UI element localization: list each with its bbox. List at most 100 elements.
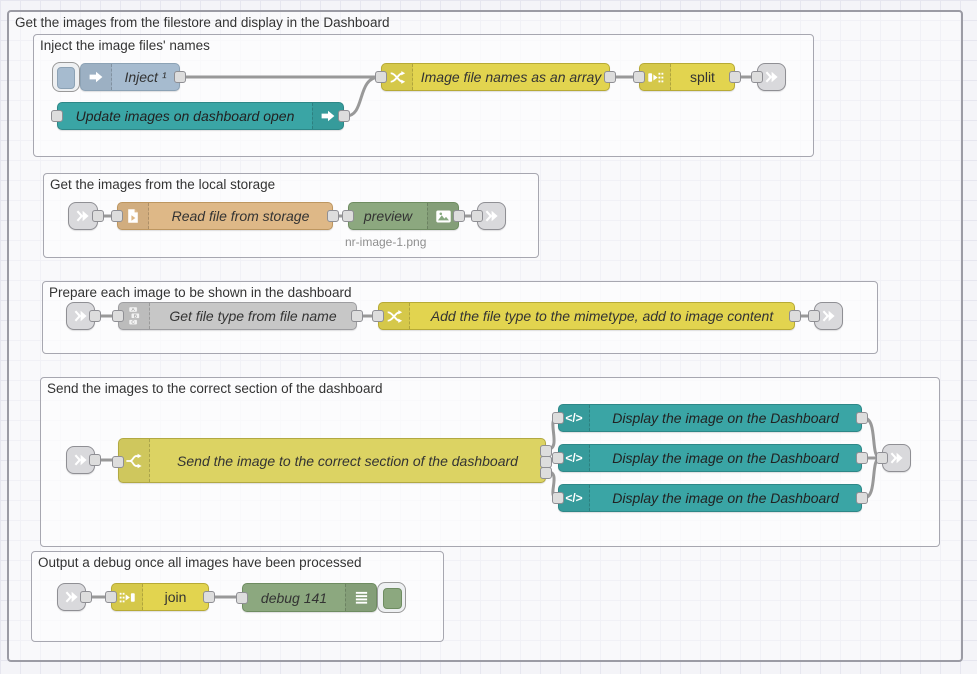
node-get-file-type[interactable]: A B C Get file type from file name — [112, 302, 363, 330]
node-link-in-4[interactable] — [66, 446, 101, 474]
abc-letters-icon: A B C — [119, 303, 150, 329]
node-template-1[interactable]: </> Display the image on the Dashboard — [552, 404, 868, 432]
link-arrow-icon — [65, 591, 78, 603]
node-link-in-2[interactable] — [68, 202, 104, 230]
port-in[interactable] — [112, 310, 124, 322]
inject-arrow-icon — [81, 64, 112, 90]
node-function-array[interactable]: Image file names as an array — [375, 63, 616, 91]
group-inject-title: Inject the image files' names — [40, 38, 210, 53]
port-out[interactable] — [604, 71, 616, 83]
link-arrow-icon — [76, 210, 89, 222]
port-out[interactable] — [351, 310, 363, 322]
code-icon: </> — [559, 485, 590, 511]
node-switch[interactable]: Send the image to the correct section of… — [112, 438, 552, 483]
node-split[interactable]: split — [633, 63, 741, 91]
split-blocks-icon — [640, 64, 671, 90]
svg-text:C: C — [131, 320, 135, 326]
port-out[interactable] — [89, 454, 101, 466]
code-icon: </> — [559, 445, 590, 471]
port-in[interactable] — [111, 210, 123, 222]
node-read-file[interactable]: Read file from storage — [111, 202, 339, 230]
port-in[interactable] — [552, 492, 564, 504]
port-in[interactable] — [375, 71, 387, 83]
port-in[interactable] — [751, 71, 763, 83]
node-label: debug 141 — [260, 589, 328, 606]
port-out[interactable] — [856, 452, 868, 464]
group-output-title: Output a debug once all images have been… — [38, 555, 362, 570]
link-arrow-icon — [74, 310, 87, 322]
crossed-arrows-icon — [382, 64, 413, 90]
join-blocks-icon — [112, 584, 143, 610]
group-storage-title: Get the images from the local storage — [50, 177, 276, 192]
port-out[interactable] — [729, 71, 741, 83]
node-label: Send the image to the correct section of… — [177, 452, 518, 469]
inject-trigger-button[interactable] — [52, 62, 80, 92]
node-label: Display the image on the Dashboard — [612, 490, 839, 506]
debug-toggle-button[interactable] — [377, 582, 406, 613]
link-arrow-icon — [822, 310, 835, 322]
svg-text:B: B — [134, 313, 137, 319]
port-out-3[interactable] — [540, 467, 552, 479]
crossed-arrows-icon — [379, 303, 410, 329]
file-document-icon — [118, 203, 149, 229]
node-link-out-3[interactable] — [808, 302, 843, 330]
port-in[interactable] — [112, 456, 124, 468]
node-label: Read file from storage — [171, 208, 310, 224]
node-link-in-5[interactable] — [57, 583, 92, 611]
port-in[interactable] — [552, 412, 564, 424]
link-arrow-icon — [765, 71, 778, 83]
code-icon: </> — [559, 405, 590, 431]
port-in[interactable] — [372, 310, 384, 322]
port-in[interactable] — [471, 210, 483, 222]
list-lines-icon — [345, 584, 376, 611]
port-out[interactable] — [89, 310, 101, 322]
node-label: split — [690, 69, 715, 85]
port-out[interactable] — [856, 412, 868, 424]
port-in[interactable] — [808, 310, 820, 322]
node-label: Inject ¹ — [124, 69, 167, 85]
node-join[interactable]: join — [105, 583, 215, 611]
node-function-mimetype[interactable]: Add the file type to the mimetype, add t… — [372, 302, 801, 330]
port-in[interactable] — [876, 452, 888, 464]
node-link-in-3[interactable] — [66, 302, 101, 330]
port-out[interactable] — [174, 71, 186, 83]
port-out[interactable] — [327, 210, 339, 222]
branch-icon — [119, 439, 150, 482]
port-out[interactable] — [80, 591, 92, 603]
port-in[interactable] — [552, 452, 564, 464]
port-out[interactable] — [856, 492, 868, 504]
port-out[interactable] — [789, 310, 801, 322]
node-label: preview — [363, 208, 413, 224]
port-out[interactable] — [338, 110, 350, 122]
node-label: Image file names as an array — [420, 69, 602, 85]
port-in[interactable] — [105, 591, 117, 603]
link-arrow-icon — [890, 452, 903, 464]
node-inject[interactable]: Inject ¹ — [80, 63, 186, 91]
node-ui-control[interactable]: Update images on dashboard open — [51, 102, 350, 130]
group-send-title: Send the images to the correct section o… — [47, 381, 383, 396]
node-debug[interactable]: debug 141 — [236, 583, 377, 612]
node-status: nr-image-1.png — [345, 235, 427, 249]
port-out[interactable] — [92, 210, 104, 222]
port-in[interactable] — [236, 591, 248, 604]
node-label: Get file type from file name — [169, 308, 337, 324]
port-out[interactable] — [203, 591, 215, 603]
arrow-right-icon — [312, 103, 343, 129]
port-out[interactable] — [453, 210, 465, 222]
group-inject[interactable]: Inject the image files' names — [33, 34, 814, 157]
node-link-out-2[interactable] — [471, 202, 506, 230]
link-arrow-icon — [485, 210, 498, 222]
node-label: Update images on dashboard open — [75, 108, 295, 124]
node-preview[interactable]: preview — [342, 202, 465, 230]
port-in[interactable] — [51, 110, 63, 122]
node-template-3[interactable]: </> Display the image on the Dashboard — [552, 484, 868, 512]
group-prepare-title: Prepare each image to be shown in the da… — [49, 285, 352, 300]
node-link-out-1[interactable] — [751, 63, 786, 91]
group-outer-title: Get the images from the filestore and di… — [15, 15, 390, 30]
port-in[interactable] — [342, 210, 354, 222]
svg-text:A: A — [131, 307, 135, 313]
node-template-2[interactable]: </> Display the image on the Dashboard — [552, 444, 868, 472]
node-link-out-4[interactable] — [876, 444, 911, 472]
port-in[interactable] — [633, 71, 645, 83]
